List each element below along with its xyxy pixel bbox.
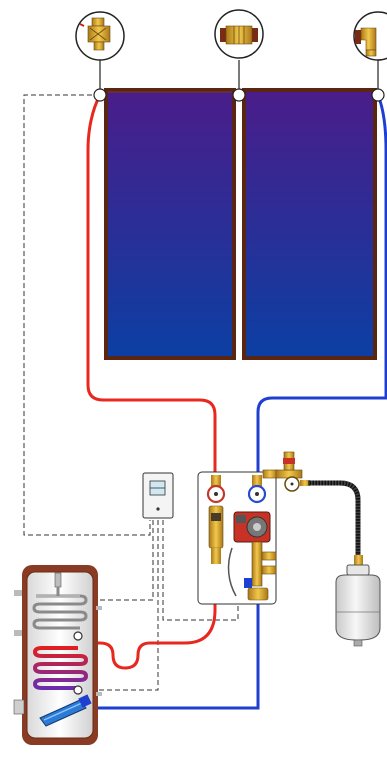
expansion-vessel [335, 555, 381, 647]
tank-sensor [73, 685, 83, 695]
expansion-hose [308, 480, 361, 555]
solar-collector-left [104, 88, 236, 360]
solar-heat-exchanger-coil [32, 646, 89, 690]
collector-connections [93, 60, 385, 102]
cold-pipe-return [78, 94, 387, 710]
solar-controller [142, 472, 174, 519]
pump-station [197, 471, 277, 605]
upper-heat-exchanger-coil [32, 587, 88, 641]
coupling-icon [214, 9, 264, 59]
sensor-wires [23, 94, 239, 691]
immersion-heater [39, 694, 92, 727]
elbow-fitting-icon [353, 11, 387, 61]
air-vent-icon [75, 11, 125, 61]
safety-valve-group [262, 451, 310, 492]
solar-collector-right [242, 88, 377, 360]
hot-pipe-flow [78, 94, 217, 670]
